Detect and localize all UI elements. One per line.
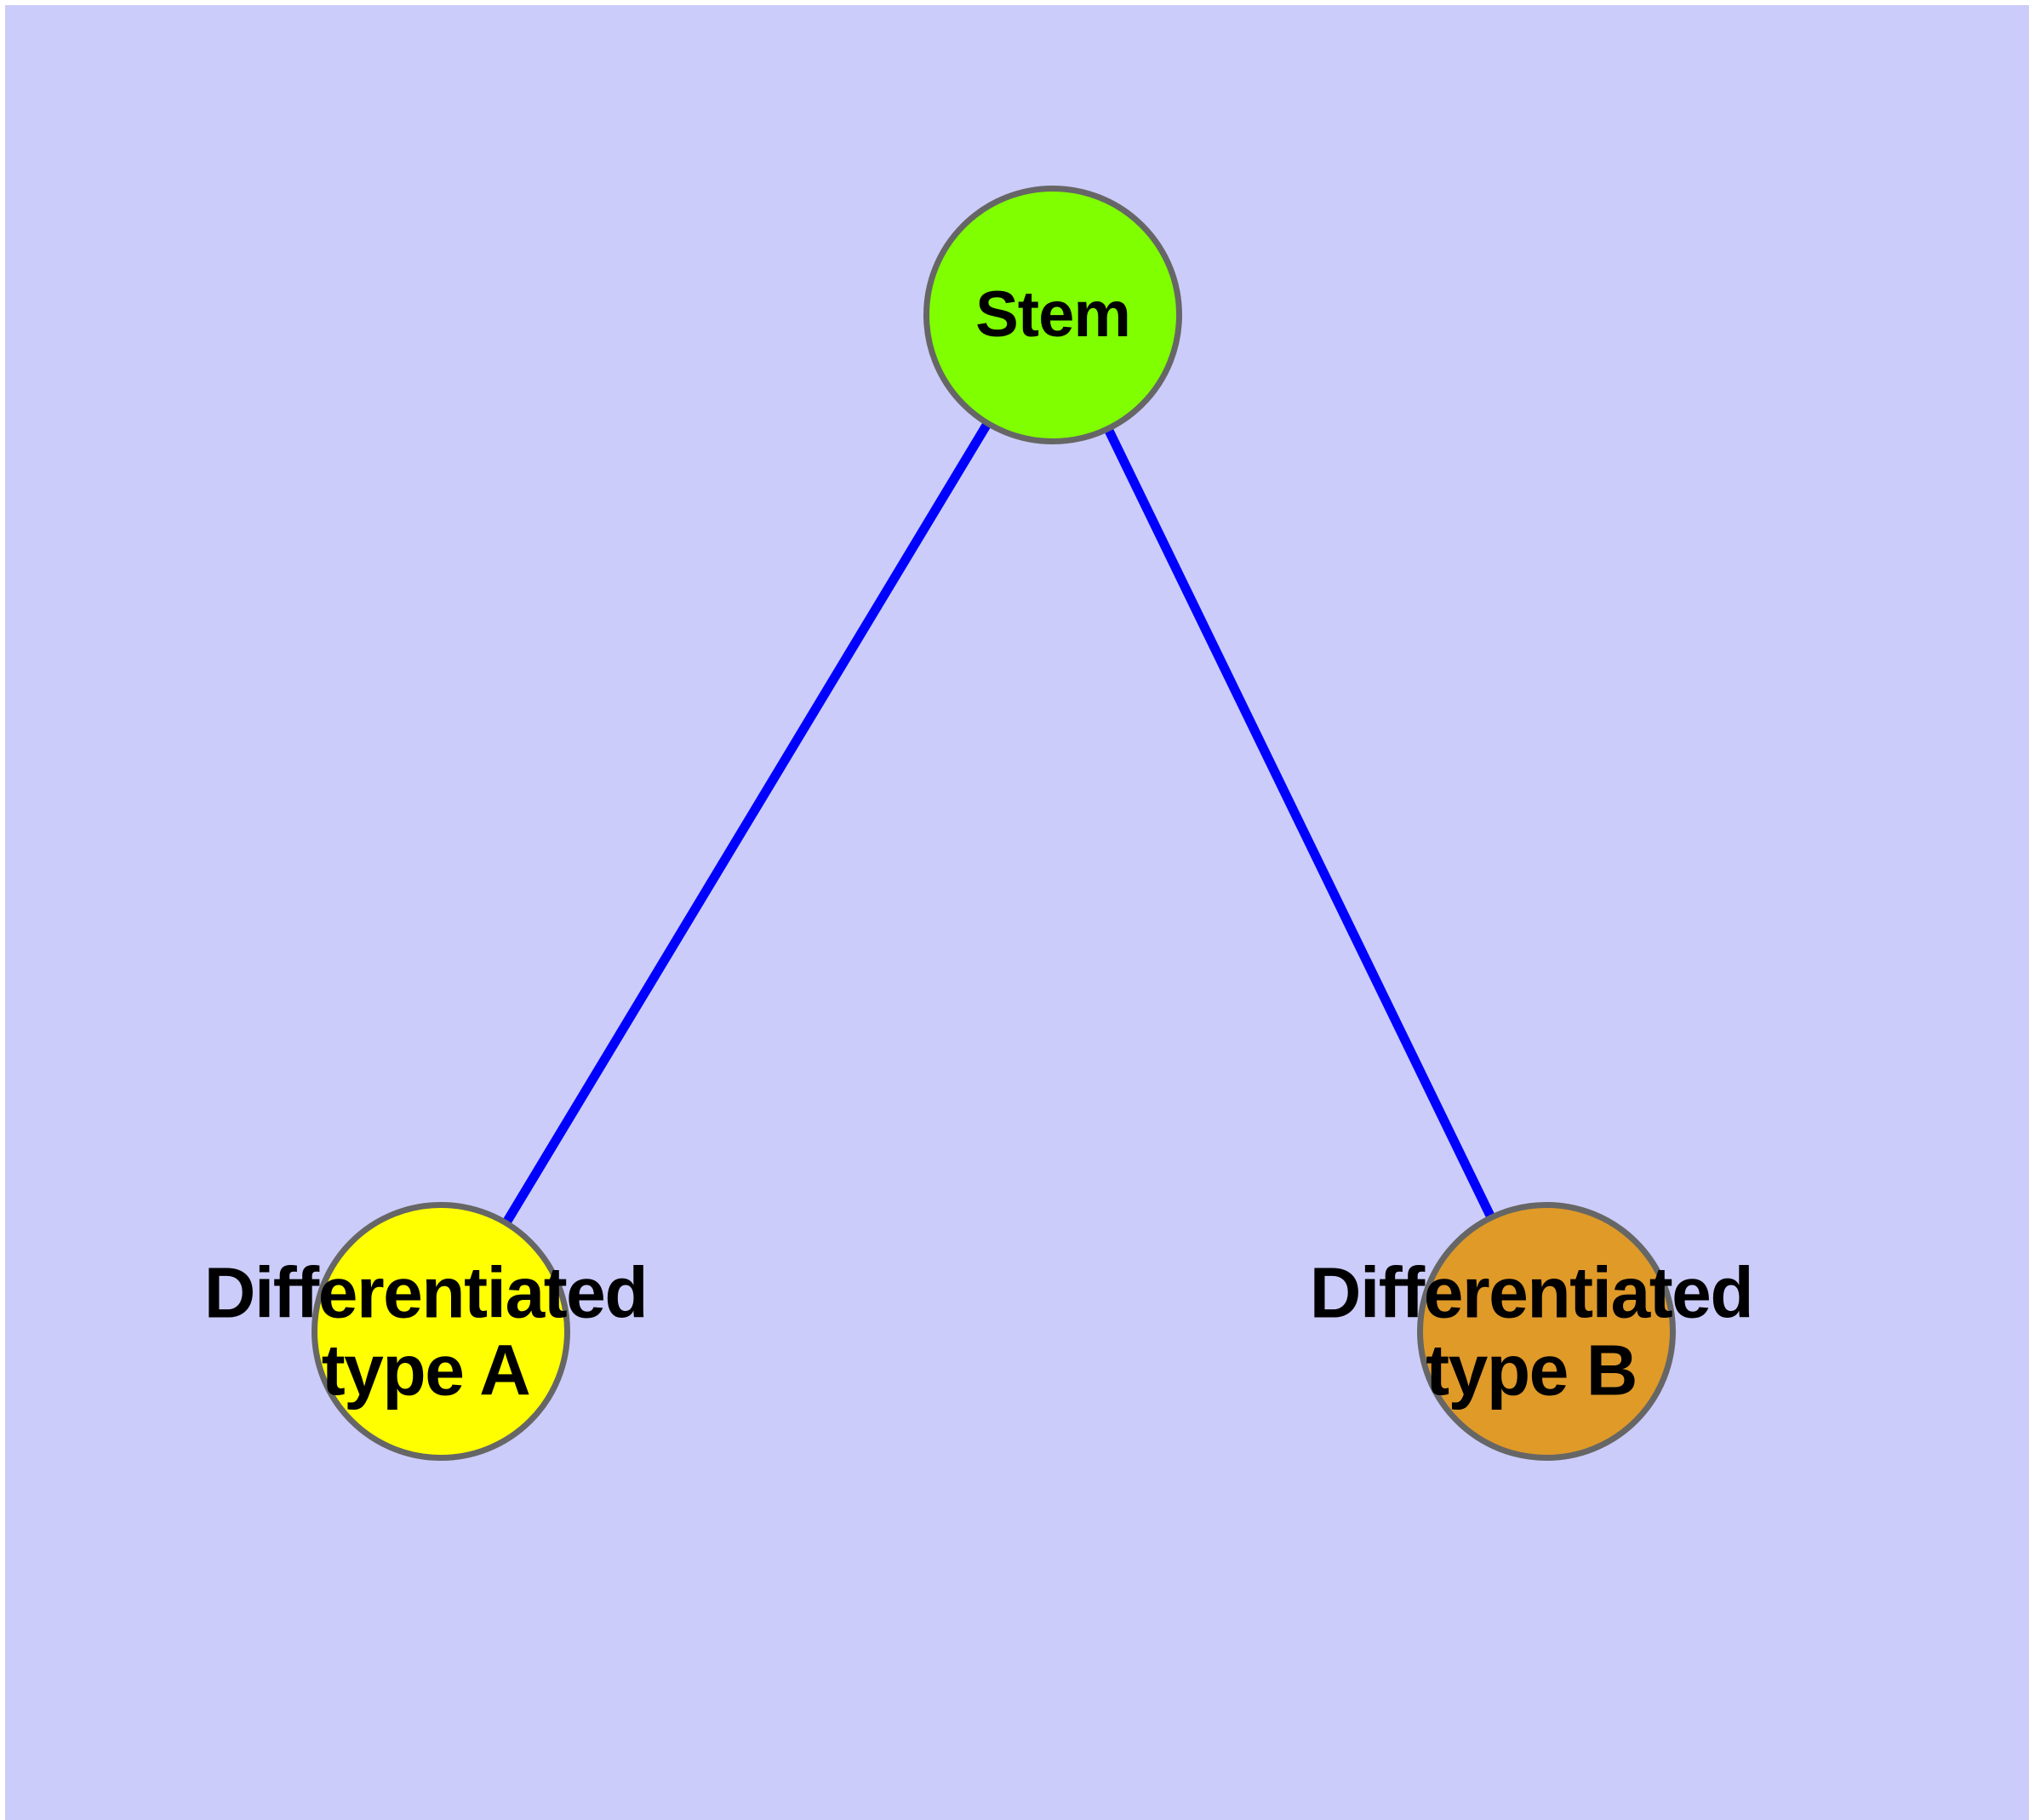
edge-layer: [501, 420, 1496, 1227]
node-layer: [311, 186, 1676, 1461]
node-differentiated-type-b[interactable]: [1417, 1202, 1676, 1461]
edge-stem-to-differentiated-type-b[interactable]: [1103, 426, 1496, 1221]
edge-stem-to-differentiated-type-a[interactable]: [501, 420, 992, 1227]
node-differentiated-type-a[interactable]: [311, 1202, 570, 1461]
node-stem[interactable]: [923, 186, 1182, 444]
